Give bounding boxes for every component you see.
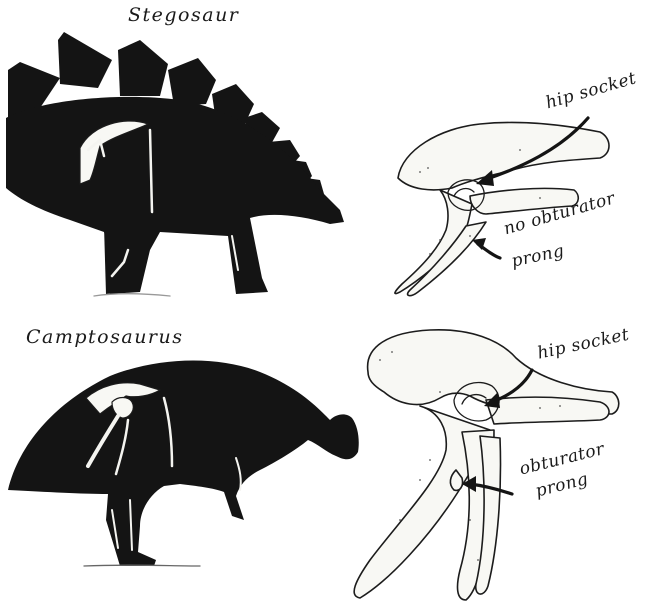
camptosaurus-silhouette (8, 360, 359, 566)
camptosaurus-title: Camptosaurus (26, 328, 184, 347)
stegosaur-silhouette (6, 32, 344, 296)
stegosaur-title: Stegosaur (128, 6, 239, 25)
